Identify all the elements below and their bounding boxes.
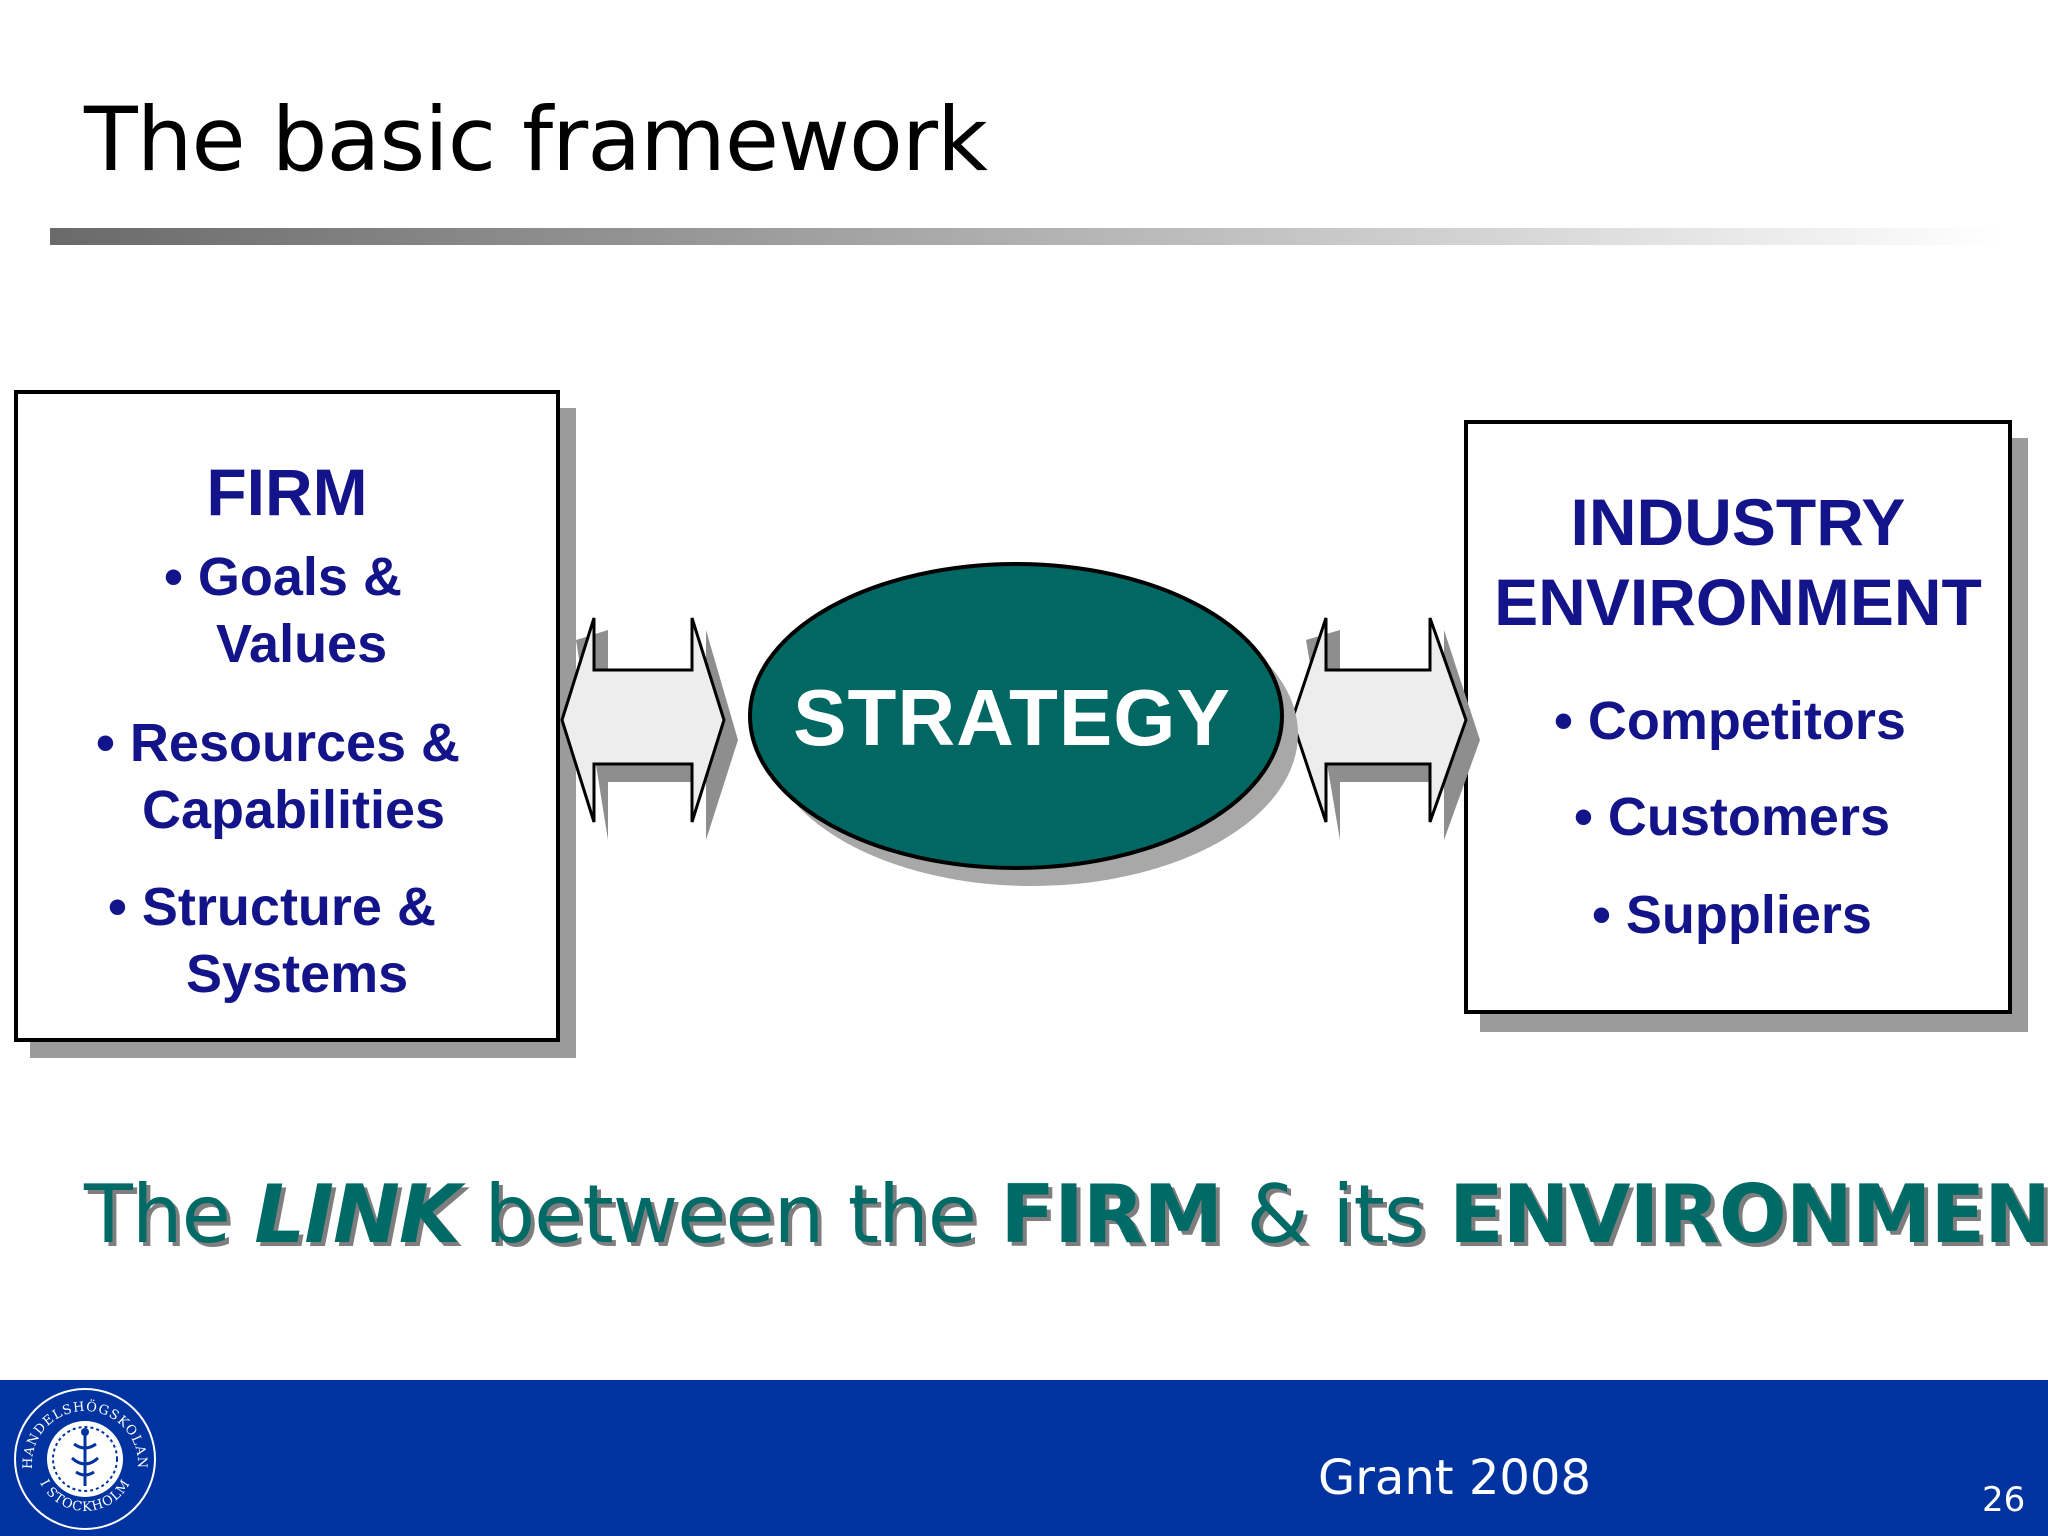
slide-title: The basic framework	[84, 88, 988, 191]
strategy-label: STRATEGY	[793, 673, 1231, 762]
tagline-part1: The	[84, 1168, 255, 1261]
firm-box: FIRM • Goals & Values • Resources & Capa…	[14, 390, 560, 1042]
tagline: The LINK between the FIRM & its ENVIRONM…	[84, 1168, 2048, 1261]
firm-item-structure: • Structure & Systems	[108, 874, 436, 1008]
firm-item-structure-line2: Systems	[186, 944, 409, 1004]
page-number: 26	[1982, 1480, 2026, 1520]
industry-item-suppliers: • Suppliers	[1592, 885, 1872, 945]
tagline-part5: & its	[1222, 1168, 1449, 1261]
school-seal-logo: HANDELSHÖGSKOLAN I STOCKHOLM	[14, 1388, 156, 1530]
right-double-arrow	[1290, 617, 1468, 823]
firm-item-goals-line2: Values	[216, 614, 388, 674]
title-divider	[50, 228, 2000, 245]
industry-item-customers: • Customers	[1574, 787, 1890, 847]
industry-heading-line2: ENVIRONMENT	[1494, 565, 1982, 639]
industry-box: INDUSTRY ENVIRONMENT • Competitors • Cus…	[1464, 420, 2012, 1014]
firm-item-structure-line1: • Structure &	[108, 877, 436, 937]
firm-item-resources: • Resources & Capabilities	[96, 710, 460, 844]
strategy-ellipse	[748, 562, 1284, 870]
tagline-part3: between the	[459, 1168, 1001, 1261]
footer-bar	[0, 1380, 2048, 1536]
industry-heading-line1: INDUSTRY	[1570, 485, 1906, 559]
tagline-environment: ENVIRONMENT	[1449, 1168, 2048, 1261]
firm-item-goals: • Goals & Values	[164, 544, 402, 678]
tagline-link: LINK	[254, 1168, 461, 1261]
industry-heading: INDUSTRY ENVIRONMENT	[1468, 482, 2008, 642]
industry-item-competitors: • Competitors	[1554, 691, 1906, 751]
footer-credit: Grant 2008	[1318, 1450, 1591, 1506]
tagline-firm: FIRM	[1000, 1168, 1223, 1261]
firm-item-resources-line2: Capabilities	[142, 780, 446, 840]
firm-heading: FIRM	[206, 455, 368, 529]
left-double-arrow	[560, 617, 726, 823]
firm-item-resources-line1: • Resources &	[96, 713, 461, 773]
firm-item-goals-line1: • Goals &	[164, 547, 402, 607]
